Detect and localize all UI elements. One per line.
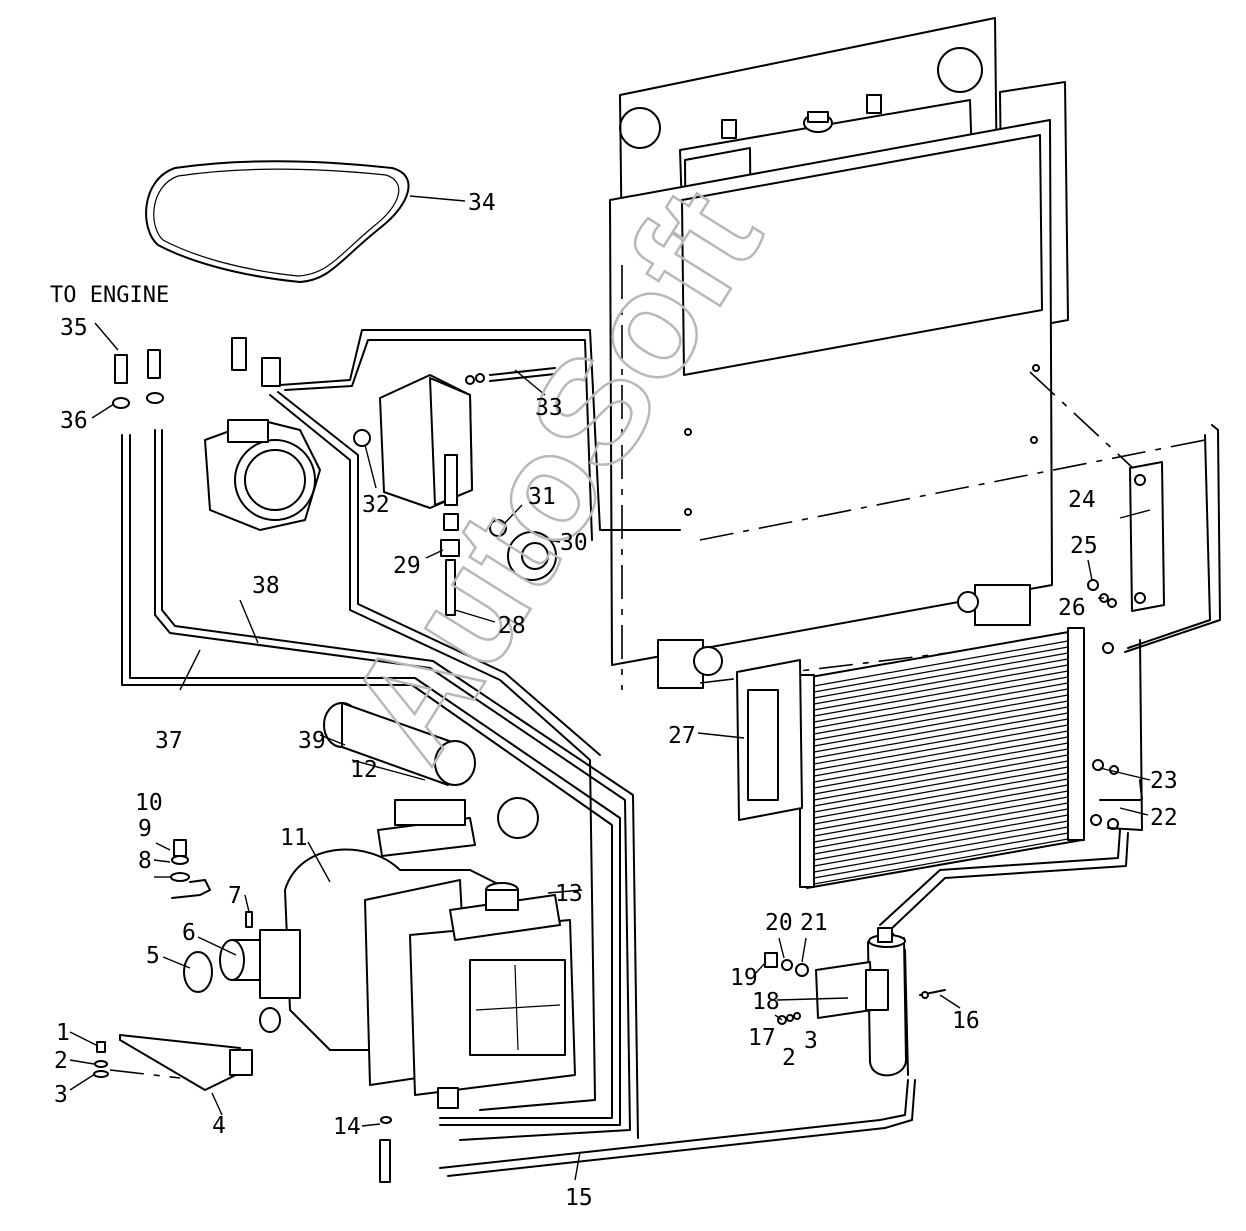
- callout-30: 30: [560, 530, 588, 556]
- condenser-fin: [813, 790, 1069, 837]
- condenser-fin: [813, 664, 1069, 711]
- condenser-fin: [813, 766, 1069, 813]
- condenser-fin: [813, 724, 1069, 771]
- callout-34: 34: [468, 190, 496, 216]
- condenser-fin: [813, 814, 1069, 861]
- condenser-fin: [813, 700, 1069, 747]
- callout-13: 13: [555, 881, 583, 907]
- idler-pulley-parts: [440, 513, 557, 616]
- to-engine-label: TO ENGINE: [50, 283, 169, 308]
- callout-11: 11: [280, 825, 308, 851]
- condenser-fin: [813, 832, 1069, 879]
- callout-15: 15: [565, 1185, 593, 1211]
- callout-2: 2: [54, 1048, 68, 1074]
- dashed-reference-lines: [619, 17, 1206, 690]
- callout-10: 10: [135, 790, 163, 816]
- callout-numbers: 1 2 3 4 5 6 7 8 9 10 11 12 13 14 15 16 1…: [54, 190, 1178, 1211]
- condenser-fin: [813, 736, 1069, 783]
- callout-26: 26: [1058, 595, 1086, 621]
- compressor: [204, 337, 321, 531]
- condenser-fin: [813, 754, 1069, 801]
- condenser-fin: [813, 652, 1069, 699]
- callout-2b: 2: [782, 1045, 796, 1071]
- callout-19: 19: [730, 965, 758, 991]
- callout-25: 25: [1070, 533, 1098, 559]
- condenser: [736, 461, 1165, 889]
- condenser-fin: [813, 658, 1069, 705]
- condenser-fin: [813, 808, 1069, 855]
- condenser-fin: [813, 646, 1069, 693]
- callout-12: 12: [350, 757, 378, 783]
- condenser-fin: [813, 706, 1069, 753]
- condenser-fin: [813, 826, 1069, 873]
- callout-5: 5: [146, 943, 160, 969]
- receiver-drier: [764, 927, 946, 1077]
- condenser-fin: [813, 778, 1069, 825]
- condenser-fin: [813, 682, 1069, 729]
- condenser-fin: [813, 820, 1069, 867]
- callout-23: 23: [1150, 768, 1178, 794]
- condenser-fin: [813, 796, 1069, 843]
- condenser-fin: [813, 802, 1069, 849]
- condenser-fin: [813, 640, 1069, 687]
- callout-6: 6: [182, 920, 196, 946]
- callout-37: 37: [155, 728, 183, 754]
- callout-3b: 3: [804, 1028, 818, 1054]
- callout-39: 39: [298, 728, 326, 754]
- callout-38: 38: [252, 573, 280, 599]
- left-hardware: [93, 349, 392, 1183]
- callout-4: 4: [212, 1113, 226, 1139]
- condenser-fin: [813, 694, 1069, 741]
- condenser-fin: [813, 760, 1069, 807]
- callout-17: 17: [748, 1025, 776, 1051]
- callout-3: 3: [54, 1082, 68, 1108]
- condenser-fin: [813, 676, 1069, 723]
- callout-8: 8: [138, 848, 152, 874]
- callout-31: 31: [528, 484, 556, 510]
- hvac-unit: [183, 702, 576, 1109]
- callout-33: 33: [535, 395, 563, 421]
- drive-belt: [145, 160, 410, 283]
- condenser-fin: [813, 772, 1069, 819]
- condenser-fin: [813, 748, 1069, 795]
- callout-18: 18: [752, 989, 780, 1015]
- callout-27: 27: [668, 723, 696, 749]
- callout-21: 21: [800, 910, 828, 936]
- callout-29: 29: [393, 553, 421, 579]
- callout-22: 22: [1150, 805, 1178, 831]
- condenser-fin: [813, 742, 1069, 789]
- callout-32: 32: [362, 492, 390, 518]
- radiator-assembly: [609, 17, 1069, 689]
- condenser-fin: [813, 688, 1069, 735]
- callout-7: 7: [228, 883, 242, 909]
- callout-16: 16: [952, 1008, 980, 1034]
- condenser-fin: [813, 718, 1069, 765]
- callout-28: 28: [498, 613, 526, 639]
- condenser-fin: [813, 838, 1069, 885]
- compressor-bracket: [353, 367, 556, 509]
- condenser-fin: [813, 712, 1069, 759]
- refrigerant-hoses: [121, 329, 1221, 1177]
- callout-35: 35: [60, 315, 88, 341]
- callout-1: 1: [56, 1020, 70, 1046]
- callout-14: 14: [333, 1114, 361, 1140]
- condenser-fin: [813, 784, 1069, 831]
- callout-36: 36: [60, 408, 88, 434]
- callout-24: 24: [1068, 487, 1096, 513]
- condenser-fin: [813, 670, 1069, 717]
- condenser-fin: [813, 730, 1069, 777]
- callout-20: 20: [765, 910, 793, 936]
- callout-leaders: [69, 195, 1151, 1181]
- callout-9: 9: [138, 816, 152, 842]
